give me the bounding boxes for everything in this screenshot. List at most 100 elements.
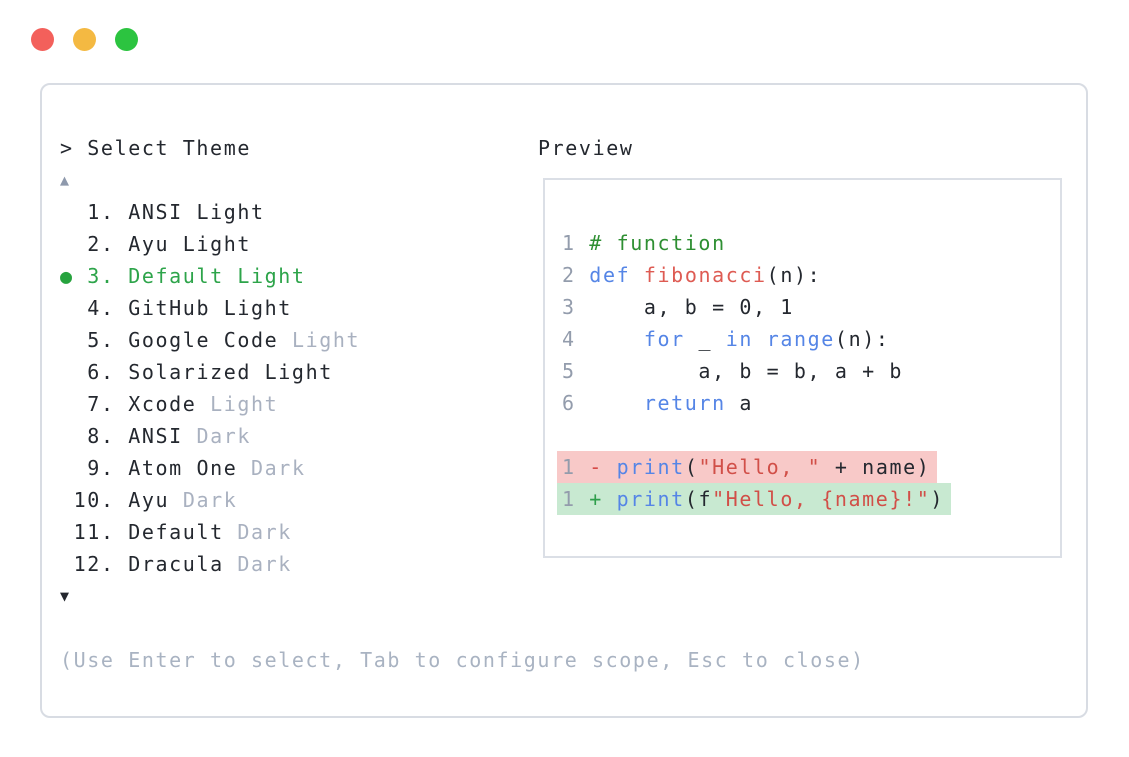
code-line-2: 2 def fibonacci(n):: [562, 259, 951, 291]
code-segment: # function: [589, 231, 726, 255]
code-line-6: 6 return a: [562, 387, 951, 419]
code-segment: 1: [562, 455, 590, 479]
code-segment: 5: [562, 359, 590, 383]
code-segment: (: [684, 455, 699, 479]
code-segment: 1: [562, 487, 590, 511]
theme-item-number: 11.: [73, 520, 129, 544]
maximize-button[interactable]: [115, 28, 138, 51]
code-line-4: 4 for _ in range(n):: [562, 323, 951, 355]
bullet-placeholder: [60, 392, 74, 416]
spacer-row: [60, 612, 865, 644]
theme-item-number: 9.: [73, 456, 129, 480]
scroll-down-icon[interactable]: ▼: [60, 587, 71, 605]
theme-item-variant: Light: [278, 328, 361, 352]
bullet-placeholder: [60, 456, 74, 480]
code-segment: +: [589, 487, 617, 511]
code-line-1: 1 # function: [562, 227, 951, 259]
window-controls: [31, 28, 138, 51]
bullet-placeholder: [60, 296, 74, 320]
code-line-7: [562, 419, 951, 451]
code-segment: 4: [562, 327, 590, 351]
theme-item-label: Dracula: [128, 552, 224, 576]
footer-hint: (Use Enter to select, Tab to configure s…: [60, 648, 865, 672]
code-segment: print: [616, 455, 685, 479]
theme-item-number: 12.: [73, 552, 129, 576]
theme-item-variant: Dark: [169, 488, 238, 512]
theme-item-6[interactable]: 6. Solarized Light: [60, 356, 865, 388]
theme-item-variant: Dark: [237, 456, 306, 480]
code-segment: for: [643, 327, 685, 351]
code-segment: [630, 263, 644, 287]
theme-item-5[interactable]: 5. Google Code Light: [60, 324, 865, 356]
theme-item-number: 1.: [73, 200, 129, 224]
code-segment: "Hello, ": [698, 455, 822, 479]
code-segment: print: [616, 487, 685, 511]
code-segment: [589, 327, 644, 351]
theme-item-label: Ayu Light: [128, 232, 252, 256]
theme-item-9[interactable]: 9. Atom One Dark: [60, 452, 865, 484]
code-segment: def: [589, 263, 631, 287]
theme-item-10[interactable]: 10. Ayu Dark: [60, 484, 865, 516]
theme-item-11[interactable]: 11. Default Dark: [60, 516, 865, 548]
code-segment: _: [684, 327, 726, 351]
theme-item-number: 10.: [73, 488, 129, 512]
theme-item-label: Default: [128, 520, 224, 544]
theme-item-label: Google Code: [128, 328, 279, 352]
theme-picker-panel: > Select Theme ▲ 1. ANSI Light 2. Ayu Li…: [40, 83, 1088, 718]
theme-item-number: 8.: [73, 424, 129, 448]
code-segment: "Hello, {name}!": [712, 487, 931, 511]
theme-item-3[interactable]: ● 3. Default Light: [60, 260, 865, 292]
selected-bullet-icon: ●: [60, 264, 74, 288]
bullet-placeholder: [60, 360, 74, 384]
theme-item-label: Atom One: [128, 456, 238, 480]
theme-item-variant: Dark: [182, 424, 252, 448]
scroll-up-icon[interactable]: ▲: [60, 171, 71, 189]
theme-list-column: > Select Theme ▲ 1. ANSI Light 2. Ayu Li…: [60, 132, 865, 676]
code-segment: (f: [684, 487, 713, 511]
theme-item-variant: Light: [196, 392, 279, 416]
bullet-placeholder: [60, 520, 74, 544]
theme-item-label: Ayu: [128, 488, 170, 512]
theme-item-7[interactable]: 7. Xcode Light: [60, 388, 865, 420]
theme-item-8[interactable]: 8. ANSI Dark: [60, 420, 865, 452]
code-segment: 1: [562, 231, 590, 255]
bullet-placeholder: [60, 488, 74, 512]
code-line-3: 3 a, b = 0, 1: [562, 291, 951, 323]
code-segment: ): [930, 487, 945, 511]
theme-item-number: 3.: [73, 264, 129, 288]
theme-item-variant: Dark: [223, 552, 292, 576]
bullet-placeholder: [60, 328, 74, 352]
code-segment: return: [643, 391, 726, 415]
minimize-button[interactable]: [73, 28, 96, 51]
theme-item-label: ANSI: [128, 424, 183, 448]
code-segment: a, b = b, a + b: [589, 359, 904, 383]
theme-item-number: 2.: [73, 232, 129, 256]
theme-item-label: GitHub Light: [128, 296, 292, 320]
theme-item-1[interactable]: 1. ANSI Light: [60, 196, 865, 228]
theme-item-2[interactable]: 2. Ayu Light: [60, 228, 865, 260]
bullet-placeholder: [60, 232, 74, 256]
code-segment: -: [589, 455, 617, 479]
diff-highlight-added: 1 + print(f"Hello, {name}!"): [557, 483, 952, 515]
theme-item-label: Solarized Light: [128, 360, 333, 384]
code-segment: + name): [821, 455, 931, 479]
theme-list: 1. ANSI Light 2. Ayu Light● 3. Default L…: [60, 196, 865, 580]
code-segment: [589, 391, 644, 415]
theme-item-number: 4.: [73, 296, 129, 320]
theme-item-12[interactable]: 12. Dracula Dark: [60, 548, 865, 580]
theme-item-label: ANSI Light: [128, 200, 265, 224]
theme-item-label: Default Light: [128, 264, 306, 288]
theme-item-number: 5.: [73, 328, 129, 352]
code-segment: 6: [562, 391, 590, 415]
diff-line-added: 1 + print(f"Hello, {name}!"): [557, 483, 952, 515]
preview-title: Preview: [538, 136, 634, 160]
close-button[interactable]: [31, 28, 54, 51]
diff-line-removed: 1 - print("Hello, " + name): [557, 451, 951, 483]
select-theme-prompt[interactable]: > Select Theme: [60, 136, 251, 160]
code-segment: [753, 327, 767, 351]
theme-item-label: Xcode: [128, 392, 197, 416]
theme-item-4[interactable]: 4. GitHub Light: [60, 292, 865, 324]
theme-item-number: 7.: [73, 392, 129, 416]
code-segment: a: [725, 391, 754, 415]
